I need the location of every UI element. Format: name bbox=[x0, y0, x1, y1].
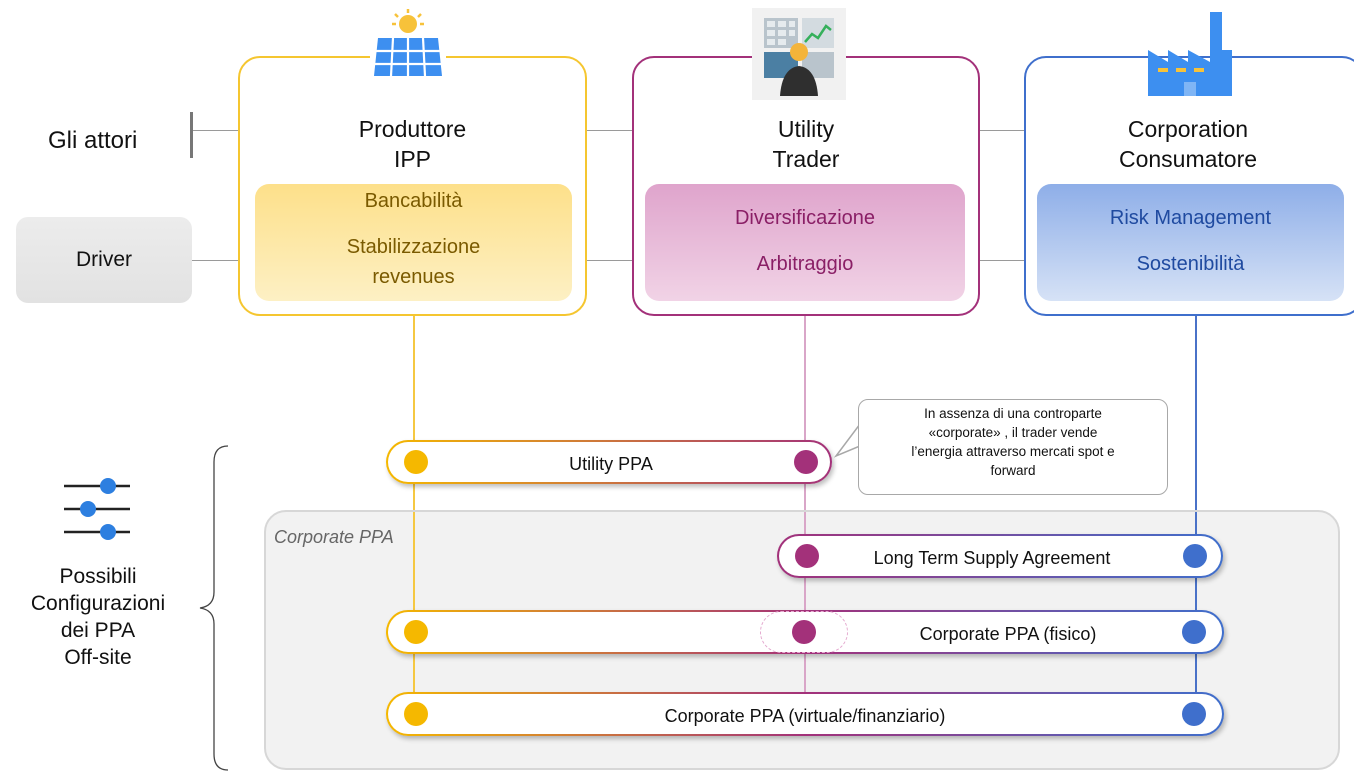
producer-drivers: Bancabilità Stabilizzazione revenues bbox=[255, 184, 572, 301]
driver-label: Driver bbox=[16, 217, 192, 303]
corporate-ppa-physical-pill[interactable]: Corporate PPA (fisico) bbox=[386, 610, 1224, 654]
corporation-vertical-line bbox=[1195, 296, 1197, 700]
long-term-supply-pill[interactable]: Long Term Supply Agreement bbox=[777, 534, 1223, 578]
corporation-driver-1: Risk Management bbox=[1109, 207, 1272, 229]
producer-dot bbox=[404, 702, 428, 726]
corporation-dot bbox=[1182, 620, 1206, 644]
corporation-title: Corporation Consumatore bbox=[1118, 116, 1258, 172]
corporation-driver-2: Sostenibilità bbox=[1136, 253, 1245, 275]
corporation-vertical-line-zone bbox=[1195, 512, 1197, 702]
producer-vertical-line-zone bbox=[413, 512, 415, 702]
utility-driver-1: Diversificazione bbox=[734, 207, 876, 229]
actors-bracket-bar bbox=[190, 112, 193, 158]
utility-card: Utility Trader Diversificazione Arbitrag… bbox=[632, 56, 980, 316]
producer-dot bbox=[404, 620, 428, 644]
corporate-ppa-virtual-label: Corporate PPA (virtuale/finanziario) bbox=[664, 706, 946, 726]
utility-dot bbox=[792, 620, 816, 644]
utility-ppa-pill[interactable]: Utility PPA bbox=[386, 440, 832, 484]
producer-driver-3: revenues bbox=[372, 266, 455, 288]
corporation-card: Corporation Consumatore Risk Management … bbox=[1024, 56, 1354, 316]
utility-ppa-label: Utility PPA bbox=[569, 454, 653, 474]
utility-ppa-callout: In assenza di una controparte «corporate… bbox=[858, 399, 1168, 495]
producer-vertical-line bbox=[413, 296, 415, 700]
producer-title: Produttore IPP bbox=[358, 116, 467, 172]
trader-screens-icon bbox=[752, 8, 846, 100]
factory-icon bbox=[1148, 12, 1232, 96]
corporation-dot bbox=[1182, 702, 1206, 726]
actors-label: Gli attori bbox=[48, 127, 138, 154]
utility-vertical-line bbox=[804, 296, 806, 700]
utility-vertical-line-zone bbox=[804, 512, 806, 702]
corporation-dot bbox=[1183, 544, 1207, 568]
possible-configurations-label: Possibili Configurazioni dei PPA Off-sit… bbox=[30, 565, 166, 669]
utility-drivers: Diversificazione Arbitraggio bbox=[645, 184, 965, 301]
long-term-supply-label: Long Term Supply Agreement bbox=[873, 548, 1111, 568]
corporation-drivers: Risk Management Sostenibilità bbox=[1037, 184, 1344, 301]
solar-panel-icon bbox=[370, 8, 446, 80]
corporate-ppa-virtual-pill[interactable]: Corporate PPA (virtuale/finanziario) bbox=[386, 692, 1224, 736]
utility-driver-2: Arbitraggio bbox=[756, 253, 854, 275]
corporate-ppa-zone-label: Corporate PPA bbox=[274, 527, 394, 547]
sliders-icon bbox=[64, 478, 130, 540]
utility-dot bbox=[794, 450, 818, 474]
producer-card: Produttore IPP Bancabilità Stabilizzazio… bbox=[238, 56, 587, 316]
corporate-ppa-physical-label: Corporate PPA (fisico) bbox=[919, 624, 1097, 644]
configurations-brace bbox=[199, 445, 229, 771]
utility-dot bbox=[795, 544, 819, 568]
utility-title: Utility Trader bbox=[772, 116, 840, 172]
utility-dashed-halo bbox=[760, 611, 848, 653]
producer-driver-2: Stabilizzazione bbox=[346, 236, 481, 258]
producer-dot bbox=[404, 450, 428, 474]
producer-driver-1: Bancabilità bbox=[364, 190, 463, 212]
